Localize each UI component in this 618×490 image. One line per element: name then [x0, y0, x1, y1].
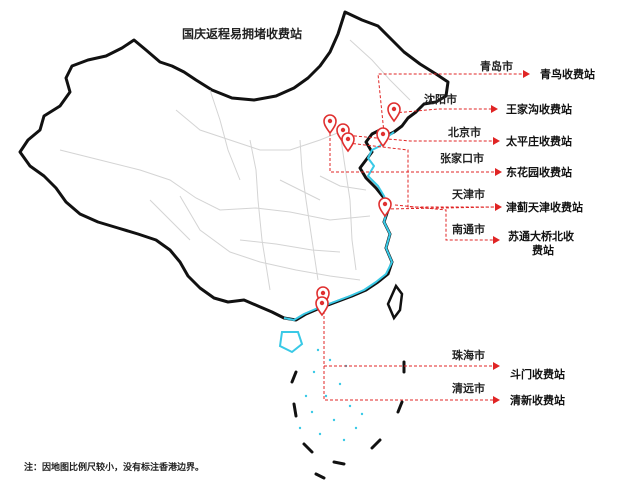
city-label-nantong: 南通市 — [452, 222, 485, 236]
hainan-island — [278, 331, 304, 354]
taiwan-island — [386, 283, 404, 321]
pin-zhuhai-icon — [315, 296, 329, 317]
station-label-zhuhai: 斗门收费站 — [510, 367, 565, 381]
pin-qingdao-icon — [376, 127, 390, 148]
pin-shenyang-icon — [387, 102, 401, 123]
station-label-beijing: 太平庄收费站 — [505, 134, 572, 148]
city-label-shenyang: 沈阳市 — [424, 92, 457, 106]
station-label-nantong-line2: 费站 — [532, 243, 554, 257]
city-label-beijing: 北京市 — [448, 125, 481, 139]
south-sea-islands — [298, 348, 364, 442]
city-label-qingdao: 青岛市 — [480, 59, 513, 73]
city-labels: 青岛市 沈阳市 北京市 张家口市 天津市 南通市 珠海市 清远市 — [424, 59, 513, 395]
station-label-nantong-line1: 苏通大桥北收 — [508, 229, 574, 243]
map-note: 注：因地图比例尺较小，没有标注香港边界。 — [24, 461, 204, 473]
city-label-zhuhai: 珠海市 — [452, 348, 485, 362]
city-label-zhangjiakou: 张家口市 — [440, 151, 484, 165]
station-label-shenyang: 王家沟收费站 — [506, 102, 572, 116]
station-label-zhangjiakou: 东花园收费站 — [506, 165, 572, 179]
station-label-qingyuan: 清新收费站 — [510, 393, 565, 407]
pin-zhangjiakou-icon — [323, 114, 337, 135]
location-pins — [315, 102, 401, 317]
city-label-tianjin: 天津市 — [452, 187, 485, 201]
map-title: 国庆返程易拥堵收费站 — [182, 26, 302, 41]
pin-tianjin-icon — [341, 132, 355, 153]
station-label-tianjin: 津蓟天津收费站 — [506, 200, 583, 214]
province-lines — [59, 39, 411, 291]
pin-nantong-icon — [378, 197, 392, 218]
station-label-qingdao: 青鸟收费站 — [540, 67, 595, 81]
leader-lines — [323, 70, 530, 404]
nine-dash-line — [290, 360, 406, 480]
station-labels: 青鸟收费站 王家沟收费站 太平庄收费站 东花园收费站 津蓟天津收费站 苏通大桥北… — [505, 67, 595, 407]
city-label-qingyuan: 清远市 — [452, 381, 485, 395]
